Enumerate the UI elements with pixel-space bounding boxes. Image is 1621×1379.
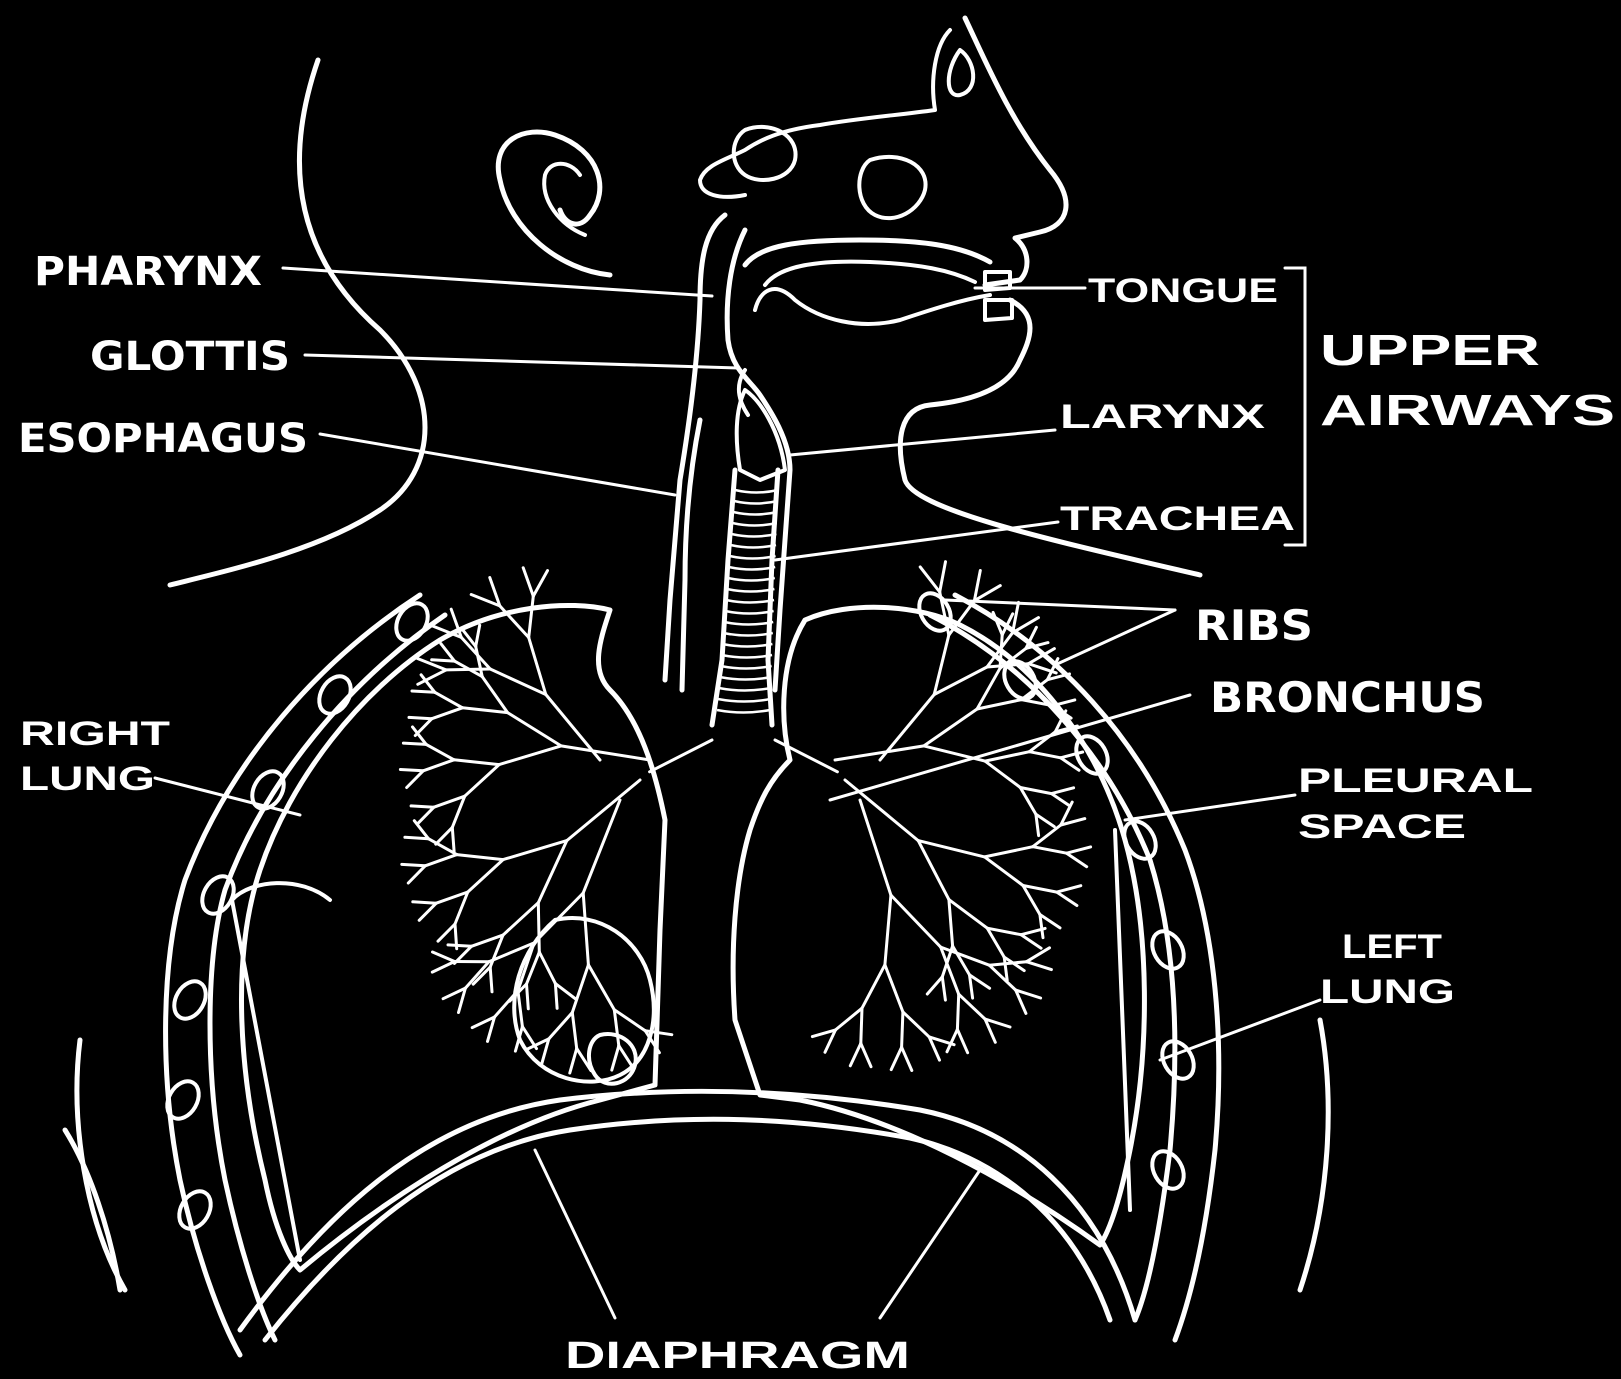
glottis-label: GLOTTIS xyxy=(90,334,290,380)
bronchus-branch xyxy=(902,1012,903,1047)
bronchus-branch xyxy=(490,967,492,992)
left-lung-label-line1: LEFT xyxy=(1342,928,1442,966)
bronchus-branch xyxy=(527,984,529,1009)
bronchus-branch xyxy=(411,806,434,807)
bronchus-branch xyxy=(957,994,958,1029)
bronchus-branch xyxy=(405,837,429,838)
bronchus-branch xyxy=(400,770,423,771)
bronchus-branch xyxy=(403,743,426,744)
bronchus-branch xyxy=(452,827,454,851)
bronchus-branch xyxy=(412,691,435,692)
tongue-label: TONGUE xyxy=(1088,272,1278,310)
larynx-label: LARYNX xyxy=(1060,398,1265,436)
left-lung-label-line2: LUNG xyxy=(1320,973,1455,1011)
trachea-label: TRACHEA xyxy=(1060,500,1295,538)
right-lung-label-line2: LUNG xyxy=(20,760,155,798)
right-lung-label-line1: RIGHT xyxy=(20,715,170,753)
pleural-space-label-line2: SPACE xyxy=(1298,808,1466,846)
upper-airways-label-line2: AIRWAYS xyxy=(1320,386,1615,435)
bronchus-branch xyxy=(555,984,557,1009)
bronchus-branch xyxy=(448,945,471,946)
esophagus-label: ESOPHAGUS xyxy=(18,416,308,462)
bronchus-branch xyxy=(538,903,539,952)
diaphragm-label: DIAPHRAGM xyxy=(565,1335,910,1377)
bronchus-branch xyxy=(413,902,436,903)
bronchus-branch xyxy=(402,864,425,865)
bronchus-label: BRONCHUS xyxy=(1210,673,1485,722)
pleural-space-label-line1: PLEURAL xyxy=(1298,762,1533,800)
upper-airways-label-line1: UPPER xyxy=(1320,326,1540,375)
bronchus-branch xyxy=(409,717,432,718)
bronchus-branch xyxy=(455,924,457,949)
bronchus-branch xyxy=(432,660,455,661)
pharynx-label: PHARYNX xyxy=(34,249,262,295)
bronchus-branch xyxy=(446,669,490,670)
bronchus-branch xyxy=(861,1008,862,1043)
ribs-label: RIBS xyxy=(1195,601,1313,650)
